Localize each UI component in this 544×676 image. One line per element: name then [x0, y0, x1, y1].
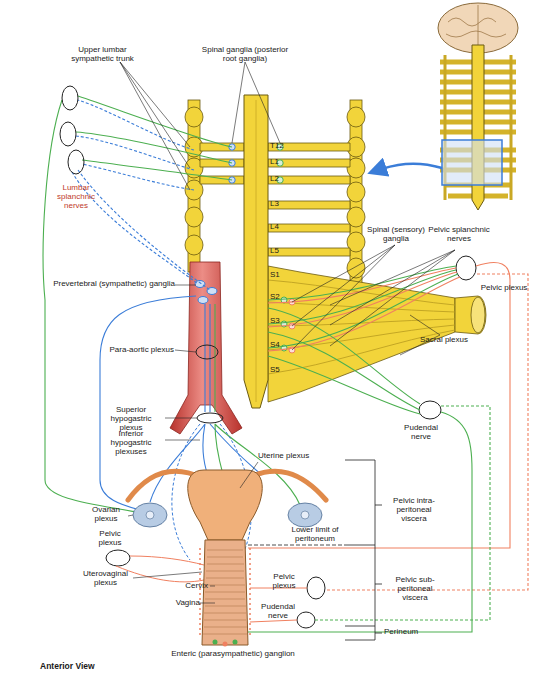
inset-brain-gyri: [446, 5, 506, 50]
part-label: Enteric (parasympathetic) ganglion: [168, 650, 298, 659]
leader-line: [330, 250, 455, 346]
part-label: Cervix: [170, 582, 208, 591]
sympathetic-ganglion: [185, 107, 203, 127]
sciatic-trunk: [455, 296, 486, 334]
part-label: S5: [270, 366, 292, 375]
hypogastric-ring: [197, 413, 223, 423]
part-label: S3: [270, 317, 292, 326]
pelvic-splanchnic-fiber: [116, 556, 204, 582]
visceral-afferent-fiber: [76, 96, 232, 180]
sacral-plexus: [268, 266, 455, 402]
ovarian-follicle: [146, 511, 154, 519]
pudendal-fiber: [248, 412, 472, 632]
part-label: Lumbar splanchnic nerves: [46, 184, 106, 211]
leader-line: [120, 62, 190, 190]
para-aortic-ring: [196, 345, 218, 359]
inset-highlight-box: [442, 140, 502, 185]
inset-arrow: [372, 164, 442, 172]
part-label: L3: [270, 200, 292, 209]
part-label: Prevertebral (sympathetic) ganglia: [38, 280, 175, 289]
pelvic-plexus-ring: [456, 256, 476, 280]
sympathetic-ganglion: [347, 107, 365, 127]
leader-line: [400, 315, 440, 355]
pudendal-ring: [297, 612, 315, 628]
leader-line: [165, 285, 200, 440]
part-label: L1: [270, 158, 292, 167]
nerve-bundle-ring: [60, 122, 76, 146]
enteric-ganglion: [233, 640, 238, 645]
part-label: Sacral plexus: [418, 336, 470, 345]
pelvic-plexus-ring: [106, 550, 130, 566]
pudendal-fiber: [268, 308, 420, 414]
part-label: Pelvic sub-peritoneal viscera: [384, 576, 446, 603]
pudendal-ring: [419, 401, 441, 419]
part-label: Pudendal nerve: [256, 603, 300, 621]
part-label: Para-aortic plexus: [88, 346, 174, 355]
nerve-bundle-ring: [68, 150, 84, 174]
vagina: [202, 540, 248, 645]
prevertebral-ganglion: [198, 297, 208, 304]
part-label: Uterine plexus: [258, 452, 322, 461]
inset-panel: [410, 0, 544, 212]
part-label: Pelvic intra-peritoneal viscera: [384, 497, 444, 524]
pudendal-fiber: [315, 406, 490, 620]
left-spinal-nerve: [200, 143, 244, 184]
right-spinal-nerve: [268, 143, 350, 256]
sympathetic-ganglion: [185, 207, 203, 227]
part-label: Superior hypogastric plexus: [98, 406, 164, 433]
view-caption: Anterior View: [40, 661, 95, 671]
part-label: Vagina: [160, 599, 200, 608]
vaginal-rugae: [203, 550, 247, 634]
part-label: Perineum: [384, 628, 434, 637]
enteric-ganglion: [223, 642, 228, 647]
part-label: S4: [270, 341, 292, 350]
part-label: Pelvic plexus: [262, 573, 306, 591]
spinal-cord: [244, 95, 268, 408]
sciatic-trunk-end: [471, 297, 485, 333]
part-label: S2: [270, 293, 292, 302]
ovary: [133, 503, 167, 527]
part-label: Spinal ganglia (posterior root ganglia): [195, 46, 295, 64]
leader-line: [128, 462, 258, 603]
part-label: Lower limit of peritoneum: [285, 526, 345, 544]
peritoneum-limit-line: [248, 545, 345, 546]
ovarian-follicle: [301, 511, 309, 519]
enteric-ganglion: [213, 640, 218, 645]
sympathetic-ganglion: [347, 182, 365, 202]
region-bracket: [345, 460, 382, 640]
part-label: Inferior hypogastric plexuses: [98, 430, 164, 457]
aorta: [170, 262, 242, 434]
uterus: [188, 470, 263, 540]
leader-line: [232, 62, 280, 143]
part-label: S1: [270, 271, 292, 280]
part-label: Pelvic splanchnic nerves: [428, 226, 490, 244]
part-label: Uterovaginal plexus: [78, 570, 133, 588]
part-label: T12: [270, 142, 292, 151]
part-label: Pelvic plexus: [90, 530, 130, 548]
part-label: Spinal (sensory) ganglia: [365, 226, 427, 244]
prevertebral-ganglion: [195, 281, 205, 288]
part-label: L4: [270, 223, 292, 232]
part-label: L5: [270, 247, 292, 256]
part-label: Upper lumbar sympathetic trunk: [60, 46, 145, 64]
part-label: Pelvic plexus: [478, 284, 530, 293]
pelvic-plexus-ring: [307, 577, 325, 599]
pelvic-splanchnic-fiber: [325, 274, 528, 590]
cord-midline: [256, 100, 257, 402]
pelvic-splanchnic-fiber: [250, 588, 307, 622]
leader-line: [292, 245, 395, 350]
sympathetic-ganglion: [185, 235, 203, 255]
preganglionic-fiber: [76, 100, 194, 190]
lumbar-splanchnic-fiber: [72, 170, 210, 290]
part-label: Ovarian plexus: [84, 506, 128, 524]
nerve-bundle-ring: [62, 86, 78, 110]
part-label: L2: [270, 175, 292, 184]
part-label: Pudendal nerve: [396, 424, 446, 442]
ovary: [288, 503, 322, 527]
uterovaginal-plexus: [200, 548, 250, 638]
sympathetic-ganglion: [347, 258, 365, 278]
